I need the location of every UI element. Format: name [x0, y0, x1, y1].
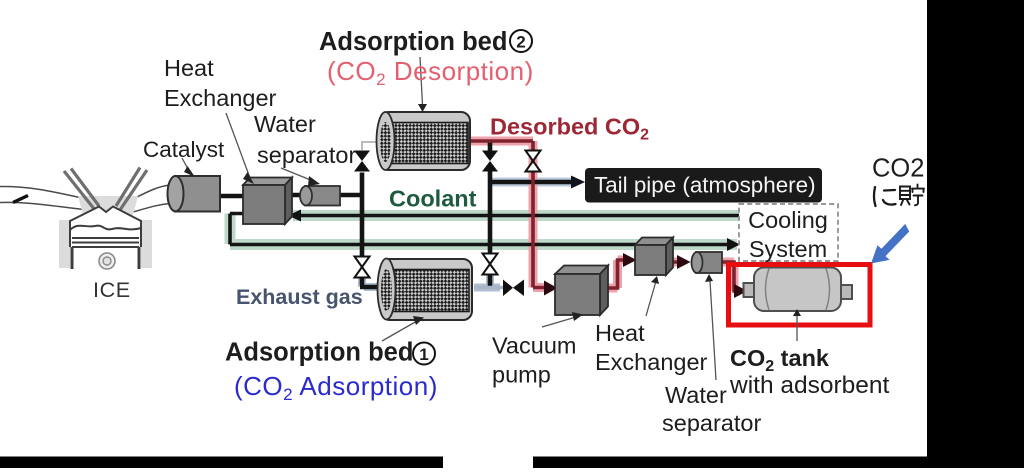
svg-text:Vacuum: Vacuum [492, 333, 576, 359]
svg-text:Water: Water [665, 382, 727, 408]
svg-text:ICE: ICE [93, 278, 131, 302]
svg-text:Adsorption bed: Adsorption bed [319, 28, 507, 56]
svg-text:with adsorbent: with adsorbent [729, 372, 890, 399]
svg-text:System: System [749, 236, 827, 262]
svg-text:Catalyst: Catalyst [143, 137, 225, 162]
svg-text:separator: separator [662, 410, 761, 436]
svg-text:Exhaust gas: Exhaust gas [236, 285, 363, 309]
svg-text:CO2: CO2 [872, 155, 924, 183]
svg-text:(CO2 Adsorption): (CO2 Adsorption) [234, 371, 438, 404]
svg-text:Desorbed CO2: Desorbed CO2 [490, 114, 649, 144]
svg-text:1: 1 [419, 345, 428, 364]
svg-text:Exchanger: Exchanger [164, 85, 277, 111]
svg-text:Exchanger: Exchanger [595, 349, 708, 375]
svg-text:Coolant: Coolant [389, 186, 477, 212]
svg-text:Heat: Heat [595, 320, 645, 346]
svg-text:CO2 tank: CO2 tank [730, 345, 830, 375]
svg-text:separator: separator [257, 142, 356, 168]
svg-text:Cooling: Cooling [748, 207, 828, 233]
svg-text:pump: pump [492, 362, 551, 388]
svg-text:2: 2 [516, 33, 525, 52]
svg-text:Water: Water [254, 111, 316, 137]
svg-text:Heat: Heat [164, 55, 214, 81]
svg-text:(CO2 Desorption): (CO2 Desorption) [327, 56, 534, 89]
svg-text:Adsorption bed: Adsorption bed [225, 339, 413, 367]
svg-text:Tail pipe (atmosphere): Tail pipe (atmosphere) [594, 173, 816, 198]
